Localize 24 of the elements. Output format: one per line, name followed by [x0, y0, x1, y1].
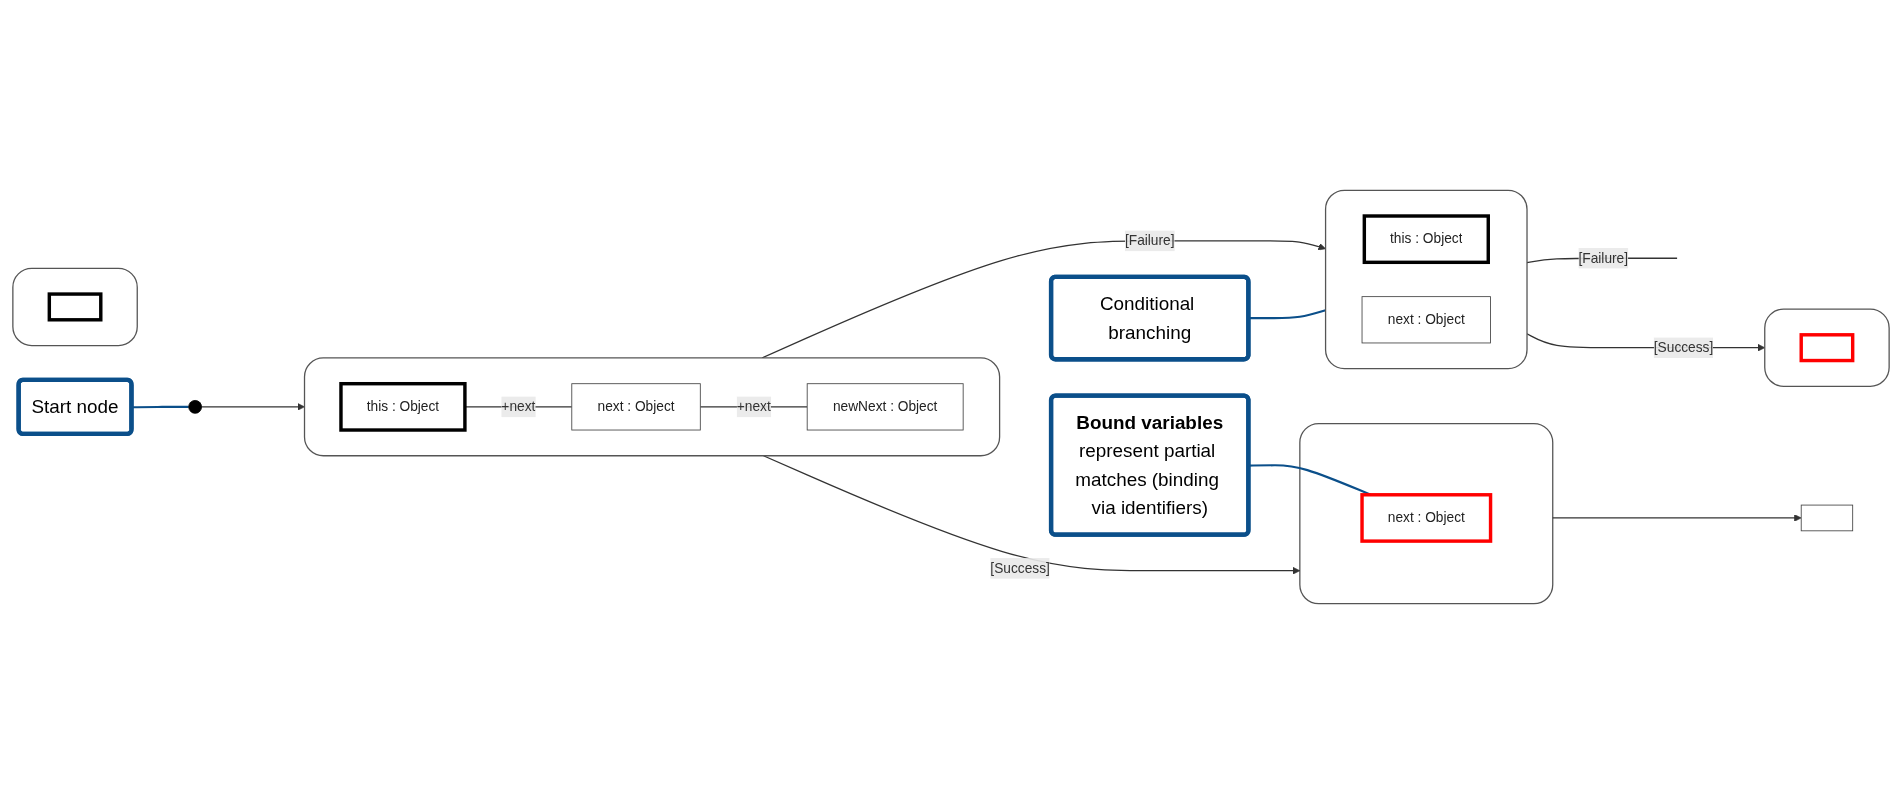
node-box — [47, 292, 103, 322]
edge-label: +next — [501, 399, 536, 414]
cluster — [303, 357, 1001, 457]
node-box: next : Object — [571, 383, 701, 431]
edge-label: [Success] — [1653, 339, 1714, 355]
node-box: newNext : Object — [806, 383, 964, 431]
arrow — [200, 403, 305, 411]
edge-label: [Success] — [990, 560, 1050, 576]
node-box: this : Object — [339, 382, 467, 432]
edge-label: [Failure] — [1124, 233, 1175, 248]
cluster — [12, 267, 138, 347]
node-box: next : Object — [1361, 296, 1491, 344]
cluster — [1764, 308, 1890, 387]
node-box — [1799, 333, 1855, 363]
cluster — [1299, 422, 1554, 605]
node-box: this : Object — [1362, 214, 1490, 265]
edge-label: +next — [736, 399, 771, 414]
node-box: next : Object — [1360, 493, 1493, 543]
node-box — [1800, 504, 1854, 532]
arrow — [1552, 514, 1802, 522]
edge-label: [Failure] — [1578, 250, 1629, 266]
cluster — [1324, 189, 1528, 370]
arrow — [762, 455, 1301, 575]
node-circle — [188, 400, 202, 414]
